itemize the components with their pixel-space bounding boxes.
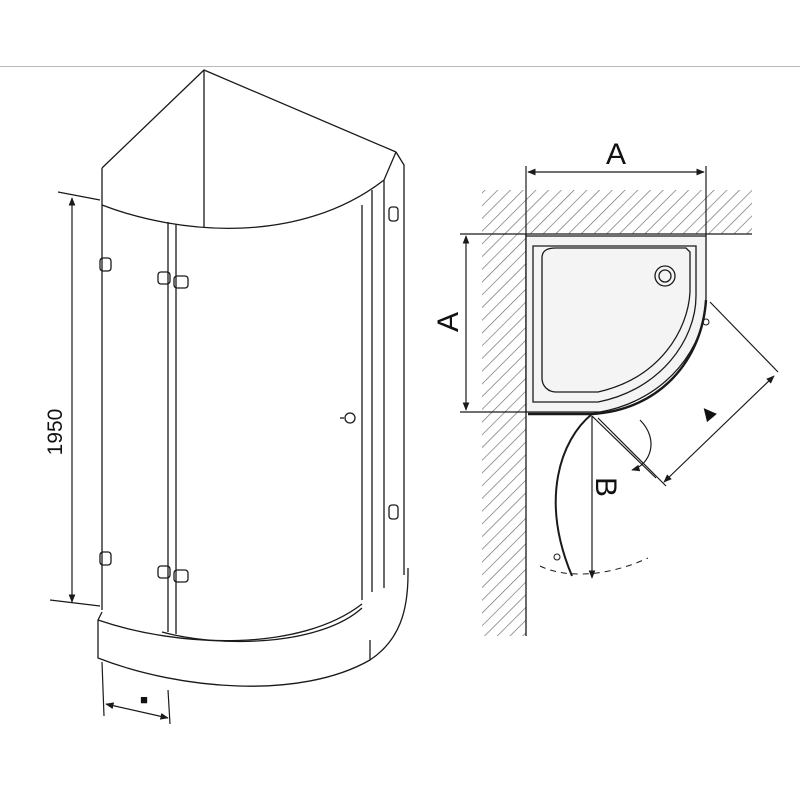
- plan-depth-dimension: [460, 233, 526, 413]
- width-dimension: [101, 661, 171, 725]
- plan-width-label: A: [606, 138, 626, 171]
- plan-width-dimension: [525, 166, 707, 236]
- door-handle-icon: [340, 412, 356, 424]
- shower-tray-base: [97, 568, 409, 687]
- top-divider-line: [0, 66, 800, 67]
- drain-icon: [654, 265, 676, 287]
- diagonal-marker: ▲: [691, 396, 724, 429]
- plan-view: A A B ▲: [432, 138, 779, 636]
- diagonal-dimension: [597, 301, 779, 487]
- width-marker-label: ■: [140, 692, 148, 707]
- door-glass-plan: [528, 299, 710, 577]
- height-dimension-label: 1950: [44, 409, 67, 456]
- plan-depth-label: A: [432, 312, 465, 332]
- door-hinges: [99, 206, 399, 583]
- glass-panels: [101, 151, 405, 634]
- enclosure-perspective-view: [97, 69, 409, 687]
- door-swing-label: B: [589, 477, 622, 497]
- tray-plan-outline: [525, 235, 707, 413]
- height-dimension: [49, 191, 101, 607]
- door-swing-dimension: [588, 415, 657, 579]
- enclosure-top-outline: [101, 69, 397, 229]
